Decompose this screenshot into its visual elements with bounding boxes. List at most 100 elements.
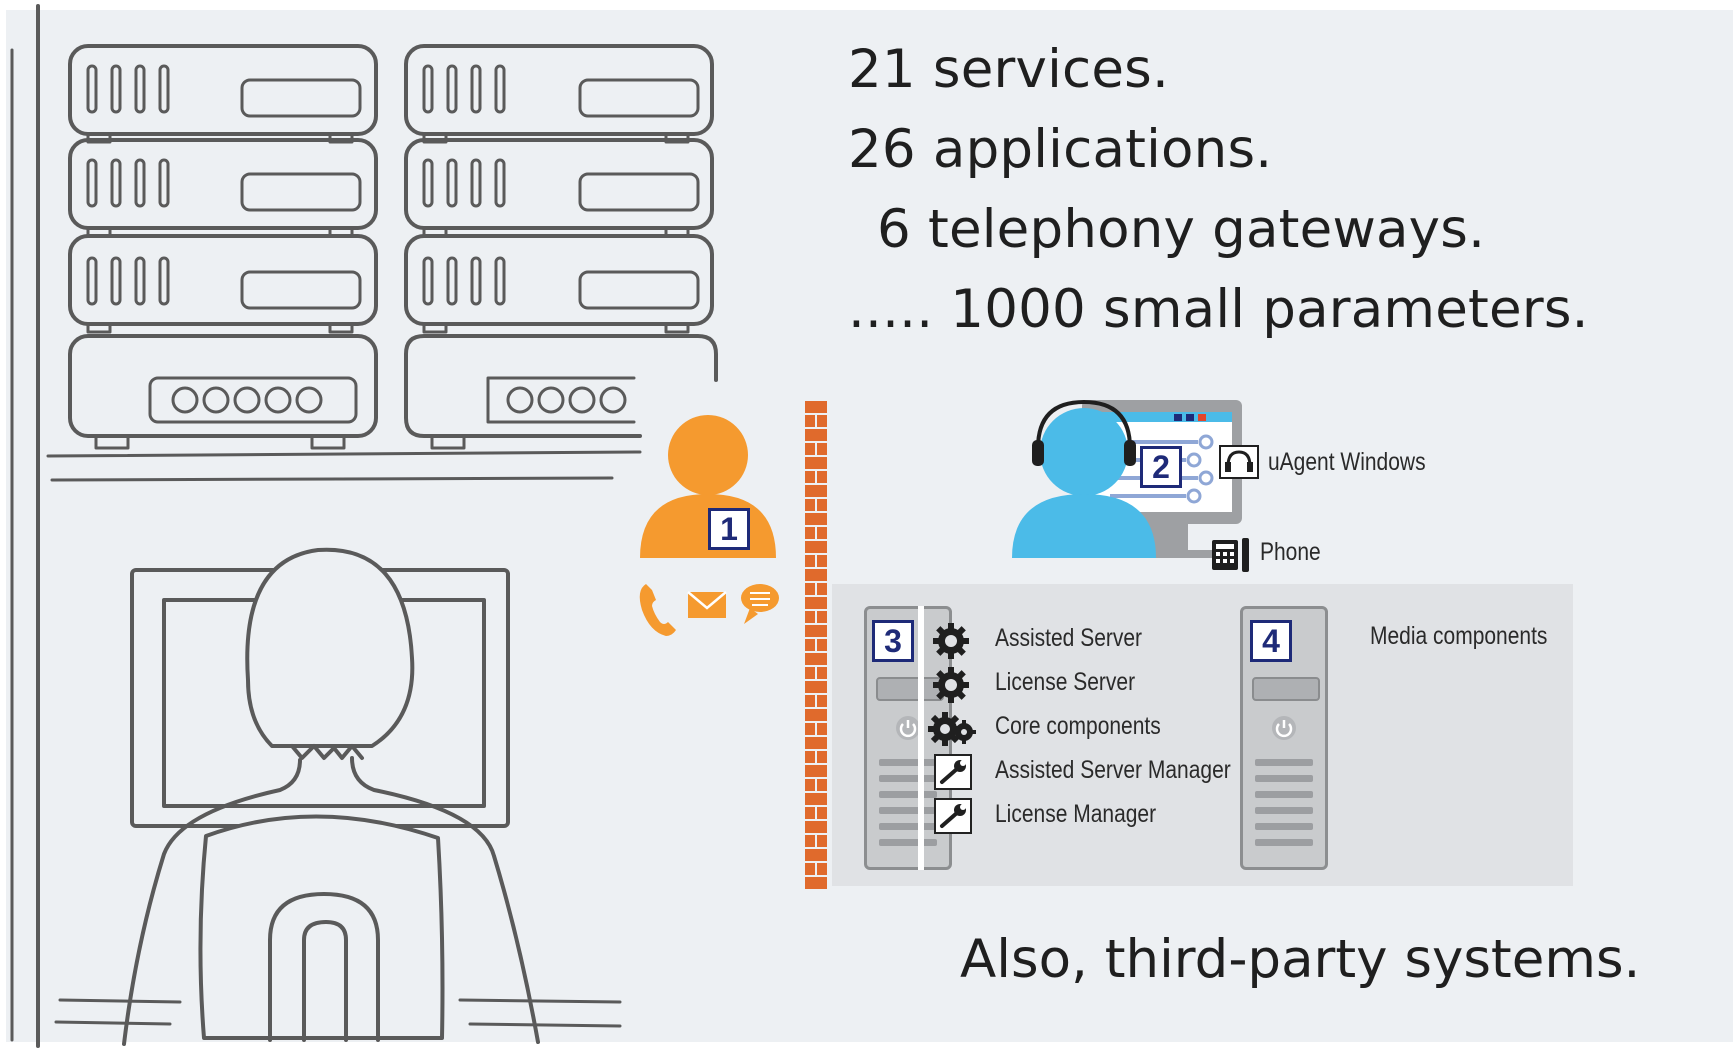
gears-icon	[928, 712, 976, 746]
firewall-brick	[805, 415, 815, 427]
stat-gateways: 6 telephony gateways.	[877, 199, 1486, 260]
vent	[1255, 775, 1313, 782]
server-rack-right	[404, 44, 718, 450]
wrench-icon	[934, 754, 972, 790]
firewall-brick	[817, 807, 827, 819]
agent-number-badge: 2	[1140, 446, 1182, 488]
server-rack-left	[68, 44, 378, 450]
component-label-license-server: License Server	[995, 668, 1136, 696]
server-4-number-badge: 4	[1250, 620, 1292, 662]
agent-app-label: uAgent Windows	[1268, 448, 1426, 476]
server-3-divider	[918, 606, 924, 870]
firewall-brick	[817, 639, 827, 651]
firewall-brick	[817, 863, 827, 875]
firewall-brick	[817, 723, 827, 735]
component-label-assisted-server-manager: Assisted Server Manager	[995, 756, 1231, 784]
firewall-brick	[805, 401, 827, 413]
gear-icon	[933, 623, 969, 659]
drive-bay	[1252, 677, 1320, 701]
firewall-brick	[805, 737, 827, 749]
server-3-number-badge: 3	[872, 620, 914, 662]
vent	[879, 839, 937, 846]
component-label-core-components: Core components	[995, 712, 1161, 740]
vent	[1255, 759, 1313, 766]
firewall-brick	[805, 877, 827, 889]
firewall-brick	[817, 751, 827, 763]
firewall-brick	[805, 709, 827, 721]
firewall-brick	[817, 583, 827, 595]
vent	[879, 759, 937, 766]
firewall-brick	[805, 849, 827, 861]
firewall-brick	[805, 457, 827, 469]
vent	[1255, 807, 1313, 814]
firewall-brick	[805, 597, 827, 609]
wrench-icon	[934, 798, 972, 834]
component-label-license-manager: License Manager	[995, 800, 1157, 828]
firewall-brick	[817, 527, 827, 539]
mail-icon	[687, 591, 727, 618]
firewall-brick	[805, 695, 815, 707]
power-icon	[1272, 716, 1296, 740]
vent	[879, 807, 937, 814]
vent	[879, 791, 937, 798]
firewall-brick	[805, 527, 815, 539]
firewall-brick	[817, 443, 827, 455]
footer-note: Also, third-party systems.	[960, 929, 1641, 990]
stat-parameters: ..... 1000 small parameters.	[848, 279, 1589, 340]
power-icon	[896, 716, 920, 740]
firewall-brick	[805, 639, 815, 651]
firewall-brick	[817, 499, 827, 511]
firewall-brick	[805, 513, 827, 525]
vent	[879, 823, 937, 830]
firewall-brick	[805, 555, 815, 567]
firewall-brick	[817, 835, 827, 847]
firewall-brick	[817, 667, 827, 679]
firewall-brick	[805, 569, 827, 581]
server-4-label: Media components	[1370, 622, 1548, 650]
firewall-brick	[805, 429, 827, 441]
firewall-brick	[805, 611, 815, 623]
firewall-brick	[817, 779, 827, 791]
firewall-brick	[805, 821, 827, 833]
firewall-brick	[817, 555, 827, 567]
firewall-brick	[805, 541, 827, 553]
stat-applications: 26 applications.	[848, 119, 1273, 180]
agent-phone-label: Phone	[1260, 538, 1321, 566]
operator-figure	[122, 547, 540, 1046]
firewall-brick	[805, 471, 815, 483]
stat-services: 21 services.	[848, 39, 1169, 100]
gear-icon	[933, 667, 969, 703]
firewall-brick	[817, 471, 827, 483]
firewall-brick	[805, 667, 815, 679]
firewall-brick	[805, 653, 827, 665]
drive-bay	[876, 677, 944, 701]
firewall-brick	[805, 751, 815, 763]
firewall-brick	[805, 765, 827, 777]
desk-phone-icon	[1212, 538, 1249, 572]
firewall-brick	[805, 863, 815, 875]
chat-icon	[741, 584, 779, 624]
firewall-brick	[805, 779, 815, 791]
vent	[1255, 791, 1313, 798]
firewall-brick	[805, 807, 815, 819]
firewall-brick	[805, 485, 827, 497]
headset-icon	[1219, 445, 1259, 479]
firewall-brick	[805, 625, 827, 637]
component-label-assisted-server: Assisted Server	[995, 624, 1143, 652]
firewall-brick	[805, 723, 815, 735]
agent-person	[1012, 399, 1156, 558]
vent	[1255, 823, 1313, 830]
customer-number-badge: 1	[708, 508, 750, 550]
firewall-brick	[817, 695, 827, 707]
firewall-brick	[805, 681, 827, 693]
firewall-brick	[817, 415, 827, 427]
vent	[879, 775, 937, 782]
firewall-brick	[805, 583, 815, 595]
phone-icon	[639, 584, 676, 636]
firewall-brick	[805, 793, 827, 805]
vent	[1255, 839, 1313, 846]
